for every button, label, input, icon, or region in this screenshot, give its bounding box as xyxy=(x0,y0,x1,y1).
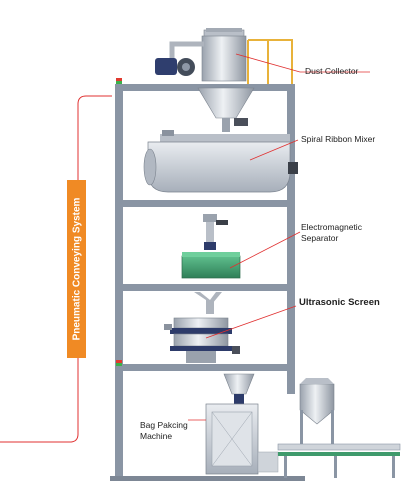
electromagnetic-separator-label-line1: Electromagnetic xyxy=(301,222,362,232)
bag-packing-machine xyxy=(205,373,279,475)
leader-lines xyxy=(188,53,370,421)
dust-collector-label: Dust Collector xyxy=(305,66,359,76)
dust-collector xyxy=(155,28,293,84)
bag-packing-label-line1: Bag Pakcing xyxy=(140,420,188,430)
electromagnetic-separator xyxy=(181,214,241,279)
frame-markers xyxy=(116,78,122,366)
pneumatic-conveying-pipe xyxy=(0,95,112,443)
steel-frame xyxy=(110,84,305,481)
pneumatic-conveying-label: Pneumatic Conveying System xyxy=(71,197,82,341)
bag-packing-label-line2: Machine xyxy=(140,431,173,441)
ultrasonic-screen-label: Ultrasonic Screen xyxy=(299,297,380,308)
spiral-ribbon-mixer-label: Spiral Ribbon Mixer xyxy=(301,134,376,144)
spiral-ribbon-mixer xyxy=(143,130,298,193)
pneumatic-conveying-panel: Pneumatic Conveying System xyxy=(67,180,86,358)
ultrasonic-screen xyxy=(164,292,240,363)
hopper xyxy=(197,87,255,132)
conveyor-and-silo xyxy=(277,378,401,478)
electromagnetic-separator-label-line2: Separator xyxy=(301,233,339,243)
